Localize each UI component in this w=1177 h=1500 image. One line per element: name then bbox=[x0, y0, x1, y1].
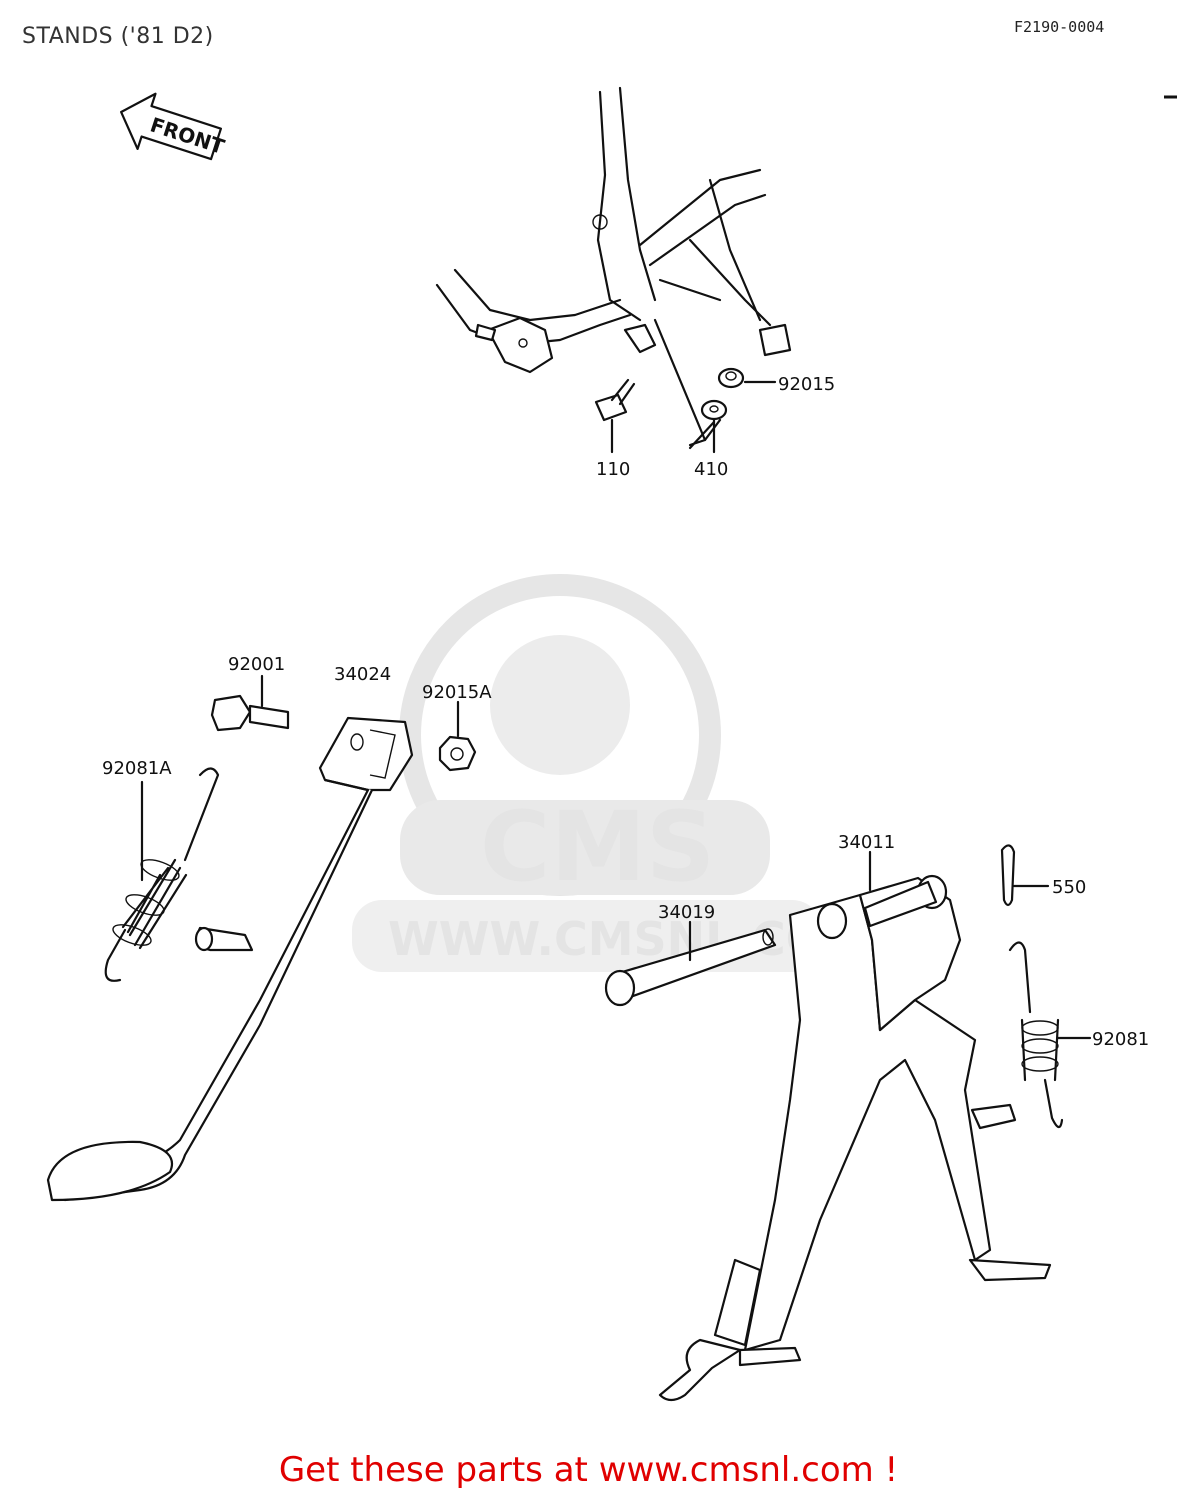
callout-34024[interactable]: 34024 bbox=[334, 664, 391, 685]
callout-110[interactable]: 110 bbox=[596, 459, 630, 480]
watermark-badge bbox=[400, 800, 770, 895]
cotter-pin-550 bbox=[1000, 844, 1050, 907]
diagram-code: F2190-0004 bbox=[1014, 18, 1105, 36]
promo-banner: Get these parts at www.cmsnl.com ! bbox=[0, 1450, 1177, 1490]
callout-92081A[interactable]: 92081A bbox=[102, 758, 172, 779]
promo-link[interactable]: www.cmsnl.com bbox=[598, 1450, 874, 1490]
callout-92001[interactable]: 92001 bbox=[228, 654, 285, 675]
bolt-110 bbox=[594, 378, 636, 454]
washer-410 bbox=[688, 399, 728, 454]
callout-34019[interactable]: 34019 bbox=[658, 902, 715, 923]
nut-92015A bbox=[438, 700, 477, 772]
promo-suffix: ! bbox=[873, 1450, 899, 1490]
spring-92081 bbox=[1008, 941, 1092, 1129]
nut-92015 bbox=[717, 367, 777, 389]
page-title: STANDS ('81 D2) bbox=[22, 24, 214, 49]
callout-550[interactable]: 550 bbox=[1052, 877, 1086, 898]
callout-92015A[interactable]: 92015A bbox=[422, 682, 492, 703]
watermark-logo-text: CMS bbox=[480, 791, 715, 903]
spring-92081A bbox=[104, 767, 220, 982]
front-arrow: FRONT bbox=[120, 92, 228, 161]
frame-drawing bbox=[435, 86, 792, 447]
callout-92081[interactable]: 92081 bbox=[1092, 1029, 1149, 1050]
callout-34011[interactable]: 34011 bbox=[838, 832, 895, 853]
callout-410[interactable]: 410 bbox=[694, 459, 728, 480]
main-stand-34011 bbox=[658, 850, 1052, 1402]
pivot-pin-34019 bbox=[604, 920, 777, 1007]
promo-prefix: Get these parts at bbox=[278, 1450, 599, 1490]
bolt-92001 bbox=[210, 674, 290, 732]
callout-92015[interactable]: 92015 bbox=[778, 374, 835, 395]
watermark-face bbox=[490, 635, 630, 775]
side-stand-34024 bbox=[46, 716, 414, 1202]
